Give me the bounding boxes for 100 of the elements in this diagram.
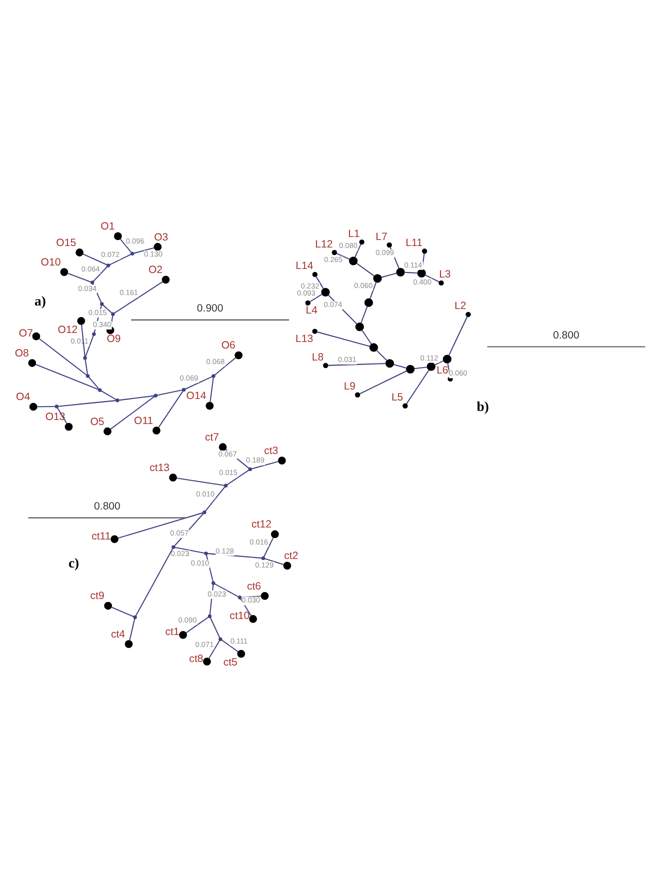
connector bbox=[114, 280, 164, 314]
node-label: O8 bbox=[14, 346, 29, 359]
edge-label: 0.071 bbox=[195, 639, 214, 648]
edge-label: 0.015 bbox=[88, 307, 107, 316]
node-circle bbox=[76, 248, 84, 256]
node-circle bbox=[179, 630, 187, 638]
edge-label: 0.060 bbox=[448, 368, 468, 378]
connector bbox=[263, 536, 274, 557]
node-circle bbox=[104, 601, 112, 610]
label: b) bbox=[476, 398, 489, 414]
node-point bbox=[208, 614, 212, 618]
node-label: O9 bbox=[106, 332, 121, 345]
node-point bbox=[86, 374, 90, 378]
node-label: ct9 bbox=[90, 590, 104, 602]
connector bbox=[240, 598, 252, 616]
node-circle bbox=[305, 300, 310, 306]
node-point bbox=[133, 614, 137, 619]
node-point bbox=[202, 510, 206, 514]
node-circle bbox=[364, 298, 374, 306]
edge-label: 0.067 bbox=[218, 448, 237, 458]
connector bbox=[82, 252, 108, 265]
connector bbox=[376, 349, 388, 360]
connector bbox=[264, 558, 284, 565]
node-label: L5 bbox=[391, 391, 404, 404]
node-circle bbox=[422, 248, 428, 254]
edge-label: 0.128 bbox=[216, 546, 234, 555]
node-label: O7 bbox=[18, 327, 33, 340]
node-circle bbox=[385, 358, 394, 368]
node-point bbox=[100, 302, 104, 306]
edge-label: 0.010 bbox=[190, 558, 210, 568]
node-circle bbox=[110, 534, 118, 543]
connector bbox=[328, 294, 358, 324]
connector bbox=[174, 546, 205, 554]
node-label: ct10 bbox=[230, 610, 250, 622]
connector bbox=[354, 243, 362, 257]
node-circle bbox=[354, 392, 360, 397]
node-circle bbox=[312, 328, 318, 334]
connector bbox=[135, 548, 174, 616]
connector bbox=[184, 376, 212, 390]
node-point bbox=[172, 544, 176, 548]
connector bbox=[92, 266, 108, 282]
edge-label: 0.034 bbox=[78, 283, 97, 292]
node-label: L6 bbox=[436, 364, 448, 376]
connector bbox=[37, 406, 56, 407]
connector bbox=[221, 639, 238, 652]
node-circle bbox=[249, 614, 257, 622]
connector bbox=[129, 618, 136, 640]
edge-label: 0.111 bbox=[230, 636, 248, 645]
node-label: O5 bbox=[90, 415, 104, 428]
connector bbox=[406, 369, 430, 404]
edge-label: 0.400 bbox=[413, 276, 432, 286]
edge-label: 0.099 bbox=[376, 248, 394, 257]
node-circle bbox=[321, 287, 330, 296]
connector bbox=[448, 316, 468, 356]
edge-label: 0.060 bbox=[354, 280, 373, 290]
node-point bbox=[238, 595, 242, 599]
connector bbox=[394, 364, 407, 368]
node-circle bbox=[349, 256, 358, 265]
node-label: L14 bbox=[296, 260, 314, 272]
node-label: ct3 bbox=[264, 444, 278, 456]
connector bbox=[38, 338, 87, 375]
node-label: ct7 bbox=[205, 431, 220, 444]
node-circle bbox=[426, 362, 436, 370]
node-circle bbox=[29, 402, 38, 410]
connector bbox=[361, 329, 372, 344]
node-label: O2 bbox=[148, 264, 162, 276]
node-circle bbox=[312, 271, 318, 277]
node-point bbox=[248, 466, 252, 471]
node-circle bbox=[369, 342, 378, 352]
node-circle bbox=[417, 268, 426, 278]
connector bbox=[174, 512, 204, 546]
label: a) bbox=[34, 292, 46, 308]
node-point bbox=[106, 263, 110, 267]
node-circle bbox=[355, 322, 364, 331]
connector bbox=[120, 238, 132, 252]
node-circle bbox=[406, 364, 415, 373]
node-circle bbox=[154, 242, 162, 250]
node-circle bbox=[114, 232, 122, 240]
edge-label: 0.340 bbox=[92, 320, 112, 329]
edge-label: 0.090 bbox=[178, 614, 197, 624]
connector bbox=[414, 366, 428, 369]
edge-label: 0.129 bbox=[255, 560, 274, 569]
node-label: O10 bbox=[40, 256, 61, 268]
node-label: ct1 bbox=[165, 626, 180, 638]
connector bbox=[157, 388, 183, 396]
node-circle bbox=[359, 238, 364, 244]
edge-label: 0.096 bbox=[126, 236, 144, 245]
node-label: ct11 bbox=[92, 530, 111, 542]
connector bbox=[404, 271, 418, 274]
edge-label: 0.189 bbox=[246, 455, 264, 464]
edge-label: 0.161 bbox=[120, 287, 138, 296]
connector bbox=[360, 306, 368, 323]
node-label: L9 bbox=[344, 380, 356, 392]
connector bbox=[58, 400, 116, 406]
connector bbox=[251, 460, 279, 469]
node-circle bbox=[77, 316, 86, 324]
connector bbox=[356, 262, 374, 276]
node-label: L12 bbox=[315, 238, 333, 250]
node-circle bbox=[402, 402, 408, 408]
connector bbox=[424, 274, 440, 282]
